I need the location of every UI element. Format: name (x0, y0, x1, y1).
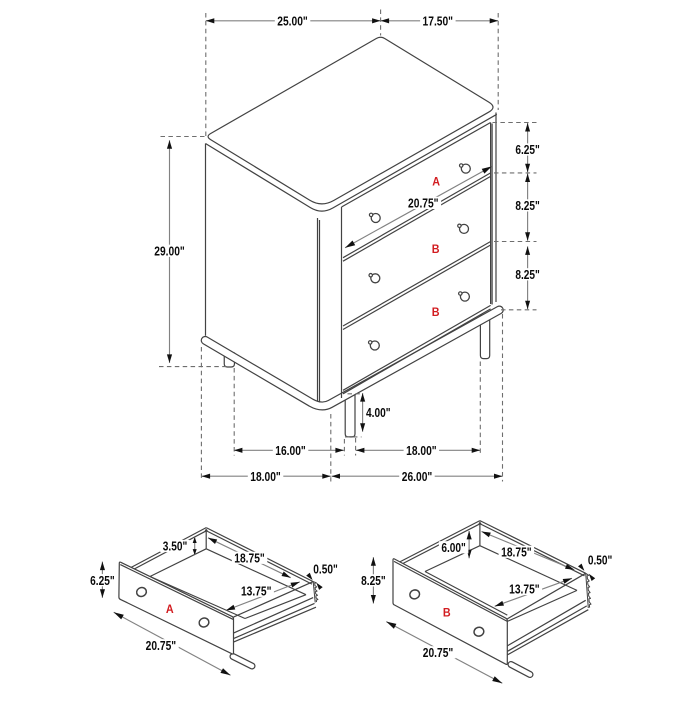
svg-text:18.75": 18.75" (501, 544, 532, 559)
svg-text:B: B (432, 305, 440, 319)
svg-text:18.00": 18.00" (406, 443, 437, 458)
svg-text:13.75": 13.75" (241, 583, 272, 598)
svg-text:A: A (432, 175, 440, 189)
svg-text:20.75": 20.75" (423, 645, 454, 660)
svg-text:4.00": 4.00" (366, 405, 391, 420)
svg-text:6.25": 6.25" (515, 142, 540, 157)
svg-text:26.00": 26.00" (402, 469, 433, 484)
svg-text:A: A (166, 602, 174, 616)
svg-text:17.50": 17.50" (423, 13, 454, 28)
svg-text:20.75": 20.75" (146, 638, 177, 653)
svg-text:8.25": 8.25" (515, 267, 540, 282)
svg-text:6.25": 6.25" (90, 573, 115, 588)
svg-text:13.75": 13.75" (509, 582, 540, 597)
svg-text:25.00": 25.00" (277, 13, 308, 28)
svg-text:8.25": 8.25" (361, 573, 386, 588)
svg-text:20.75": 20.75" (408, 196, 439, 211)
svg-text:16.00": 16.00" (275, 443, 306, 458)
svg-text:B: B (443, 605, 451, 619)
svg-text:18.00": 18.00" (250, 469, 281, 484)
svg-text:0.50": 0.50" (588, 552, 613, 567)
svg-text:0.50": 0.50" (313, 561, 338, 576)
svg-text:6.00": 6.00" (441, 540, 466, 555)
svg-text:8.25": 8.25" (515, 198, 540, 213)
svg-text:3.50": 3.50" (163, 539, 188, 554)
svg-text:18.75": 18.75" (234, 550, 265, 565)
svg-text:B: B (432, 242, 440, 256)
svg-text:29.00": 29.00" (154, 243, 185, 258)
